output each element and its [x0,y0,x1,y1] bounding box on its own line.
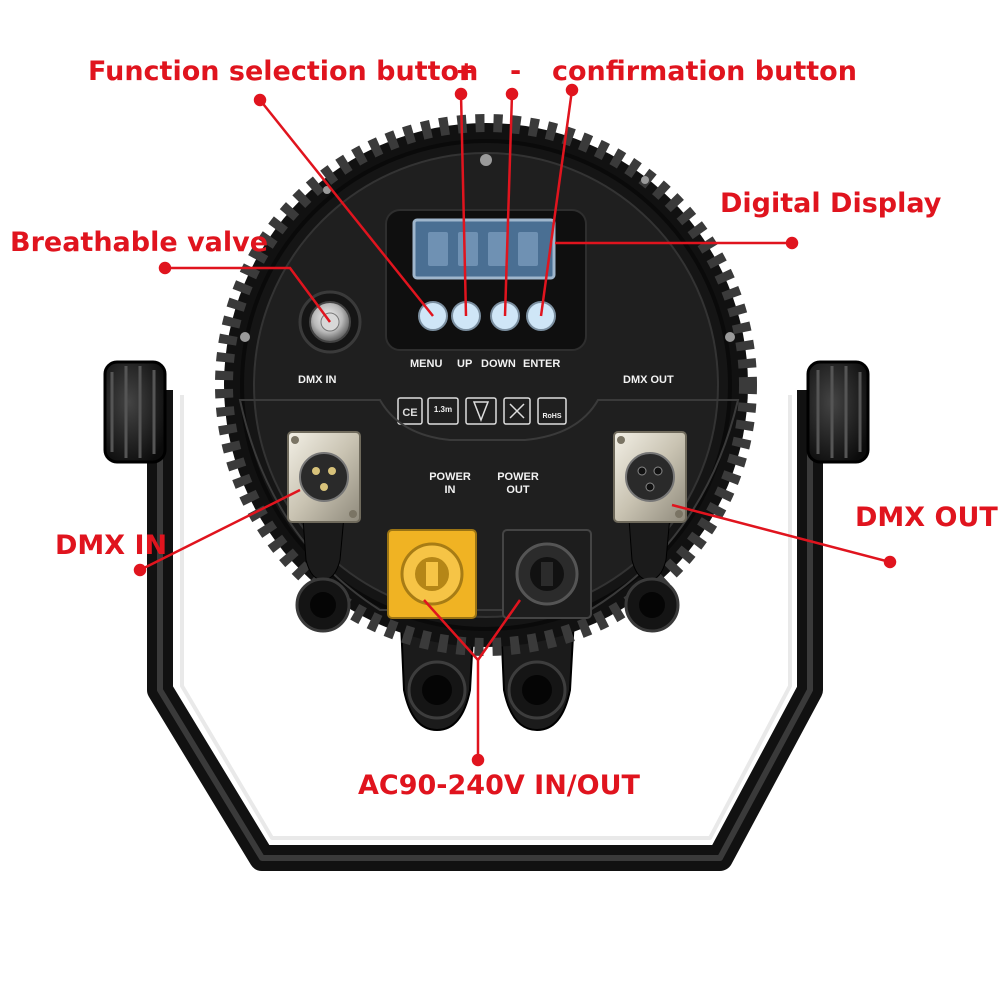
panel-screws [240,154,735,342]
enter-label: ENTER [523,358,561,370]
power-out-label-line2: OUT [506,484,530,496]
panel-dmx-out-label: DMX OUT [623,374,674,386]
power-in-connector[interactable] [387,529,477,619]
connector-panel-outline [238,399,740,611]
breathable-valve-callout: Breathable valve [10,227,269,258]
dmx-in-connector[interactable] [287,431,361,633]
function-selection-callout: Function selection button [88,56,479,87]
confirmation-callout: confirmation button [552,56,857,87]
power-in-label-line2: IN [444,484,456,496]
power-in-label-line1: POWER [429,471,471,483]
cert-rohs-label: RoHS [542,413,562,420]
dmx-in-callout: DMX IN [55,530,168,561]
svg-text:CE: CE [402,407,417,419]
digital-display-callout: Digital Display [720,188,942,219]
down-label: DOWN [481,358,516,370]
minus-callout: - [510,56,522,87]
left-knob[interactable] [103,360,167,464]
control-housing [385,209,587,351]
dmx-out-callout: DMX OUT [855,502,998,533]
display-digits [428,232,538,266]
mounting-bracket [147,390,823,871]
plus-callout: + [455,56,478,87]
panel-dmx-in-label: DMX IN [298,374,337,386]
up-label: UP [457,358,473,370]
power-out-label-line1: POWER [497,471,539,483]
callout-leader-lines [133,83,897,767]
dmx-out-connector[interactable] [613,431,687,633]
menu-label: MENU [410,358,443,370]
power-out-connector[interactable] [502,529,592,619]
cert-1-3m-label: 1.3m [433,405,453,414]
power-callout: AC90-240V IN/OUT [358,770,640,801]
right-knob[interactable] [806,360,870,464]
certification-marks: CE [397,397,567,425]
